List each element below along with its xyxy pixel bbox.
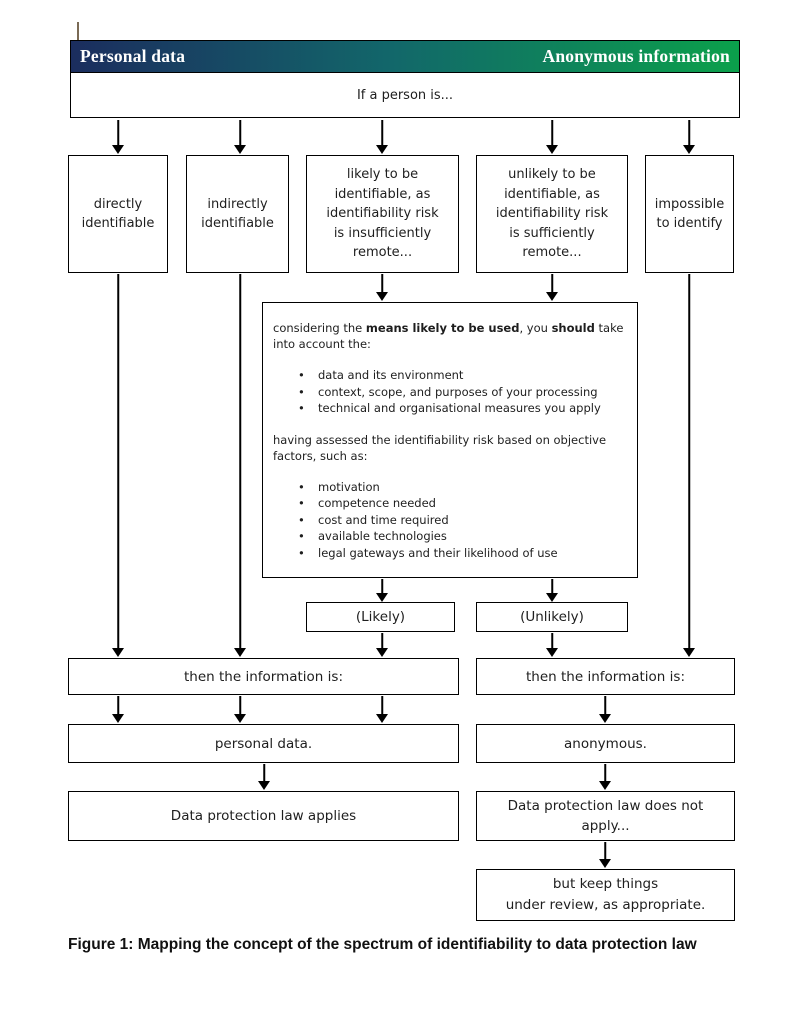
keep-under-review-box: but keep things under review, as appropr… bbox=[476, 869, 735, 921]
flow-arrow bbox=[683, 274, 695, 657]
means-bullet-list: data and its environment context, scope,… bbox=[273, 367, 627, 417]
then-information-left-box: then the information is: bbox=[68, 658, 459, 695]
if-person-is-box: If a person is... bbox=[70, 72, 740, 118]
list-item: context, scope, and purposes of your pro… bbox=[298, 384, 627, 401]
flow-arrow bbox=[376, 120, 388, 154]
figure-caption: Figure 1: Mapping the concept of the spe… bbox=[68, 936, 697, 953]
flow-arrow bbox=[376, 274, 388, 301]
objective-factors-intro: having assessed the identifiability risk… bbox=[273, 432, 607, 463]
flow-arrow bbox=[683, 120, 695, 154]
spectrum-box-likely-identifiable: likely to be identifiable, as identifiab… bbox=[306, 155, 459, 273]
list-item: data and its environment bbox=[298, 367, 627, 384]
flow-arrow bbox=[599, 696, 611, 723]
law-applies-box: Data protection law applies bbox=[68, 791, 459, 841]
flow-arrow bbox=[112, 274, 124, 657]
considerations-box: considering the means likely to be used,… bbox=[262, 302, 638, 578]
flow-arrow bbox=[234, 696, 246, 723]
personal-data-result-box: personal data. bbox=[68, 724, 459, 763]
spectrum-box-directly-identifiable: directly identifiable bbox=[68, 155, 168, 273]
list-item: legal gateways and their likelihood of u… bbox=[298, 545, 627, 562]
list-item: cost and time required bbox=[298, 512, 627, 529]
likely-box: (Likely) bbox=[306, 602, 455, 632]
spectrum-box-unlikely-identifiable: unlikely to be identifiable, as identifi… bbox=[476, 155, 628, 273]
then-information-right-box: then the information is: bbox=[476, 658, 735, 695]
flow-arrow bbox=[376, 696, 388, 723]
factors-bullet-list: motivation competence needed cost and ti… bbox=[273, 479, 627, 562]
list-item: motivation bbox=[298, 479, 627, 496]
personal-data-label: Personal data bbox=[80, 46, 186, 66]
flow-arrow bbox=[599, 842, 611, 868]
law-not-apply-box: Data protection law does not apply... bbox=[476, 791, 735, 841]
list-item: competence needed bbox=[298, 495, 627, 512]
flow-arrow bbox=[376, 633, 388, 657]
flow-arrow bbox=[258, 764, 270, 790]
spectrum-gradient-bar: Personal data Anonymous information bbox=[70, 40, 740, 73]
anonymous-result-box: anonymous. bbox=[476, 724, 735, 763]
flow-arrow bbox=[546, 579, 558, 602]
text-cursor-mark bbox=[77, 22, 79, 42]
considerations-intro: considering the means likely to be used,… bbox=[273, 321, 624, 351]
flow-arrow bbox=[546, 633, 558, 657]
flow-arrow bbox=[112, 120, 124, 154]
flow-arrow bbox=[112, 696, 124, 723]
flow-arrow bbox=[234, 274, 246, 657]
flow-arrow bbox=[546, 120, 558, 154]
flow-arrow bbox=[234, 120, 246, 154]
anonymous-information-label: Anonymous information bbox=[542, 46, 730, 66]
flow-arrow bbox=[546, 274, 558, 301]
flow-arrow bbox=[599, 764, 611, 790]
spectrum-box-impossible-identify: impossible to identify bbox=[645, 155, 734, 273]
list-item: available technologies bbox=[298, 528, 627, 545]
list-item: technical and organisational measures yo… bbox=[298, 400, 627, 417]
flow-arrow bbox=[376, 579, 388, 602]
unlikely-box: (Unlikely) bbox=[476, 602, 628, 632]
spectrum-box-indirectly-identifiable: indirectly identifiable bbox=[186, 155, 289, 273]
